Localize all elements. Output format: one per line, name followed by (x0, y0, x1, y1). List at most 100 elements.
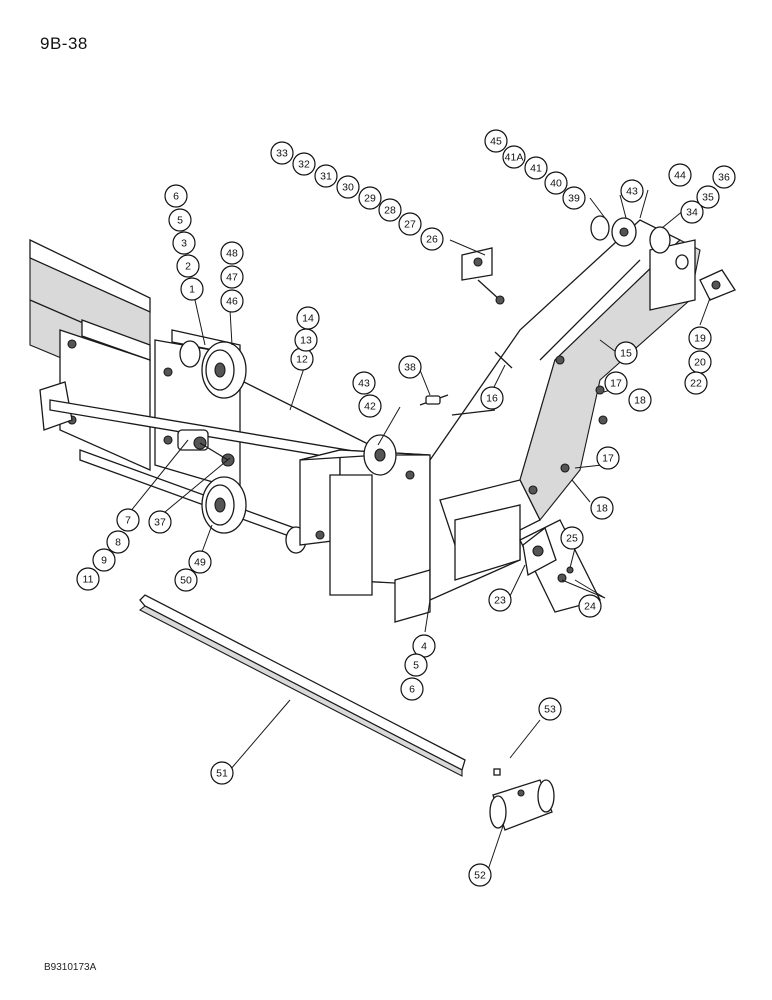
callout-label: 25 (566, 533, 578, 545)
callout-label: 30 (342, 182, 354, 194)
callout-3: 3 (172, 231, 196, 255)
callout-49: 49 (188, 550, 212, 574)
callout-label: 13 (300, 335, 312, 347)
callout-7: 7 (116, 508, 140, 532)
callout-label: 41A (505, 152, 524, 164)
page-number: 9B-38 (40, 34, 88, 53)
callout-label: 44 (674, 170, 686, 182)
callout-label: 7 (125, 515, 131, 527)
callout-9: 9 (92, 548, 116, 572)
callout-label: 31 (320, 171, 332, 183)
callout-circle (712, 165, 736, 189)
callout-42: 42 (358, 394, 382, 418)
callout-29: 29 (358, 186, 382, 210)
callout-circle (220, 241, 244, 265)
callout-label: 38 (404, 362, 416, 374)
callout-circle (400, 677, 424, 701)
callout-22: 22 (684, 371, 708, 395)
callout-15: 15 (614, 341, 638, 365)
upper-sheave (179, 340, 247, 399)
callout-circle (398, 355, 422, 379)
callout-circle (620, 179, 644, 203)
callout-11: 11 (76, 567, 100, 591)
callout-39: 39 (562, 186, 586, 210)
callout-14: 14 (296, 306, 320, 330)
callout-17: 17 (604, 371, 628, 395)
callout-48: 48 (220, 241, 244, 265)
callout-circle (688, 326, 712, 350)
callout-circle (538, 697, 562, 721)
callout-circle (680, 200, 704, 224)
callout-51: 51 (210, 761, 234, 785)
callout-52: 52 (468, 863, 492, 887)
callout-53: 53 (538, 697, 562, 721)
callout-label: 8 (115, 537, 121, 549)
callout-circle (378, 198, 402, 222)
callout-30: 30 (336, 175, 360, 199)
callout-label: 46 (226, 296, 238, 308)
callout-circle (488, 588, 512, 612)
callout-label: 52 (474, 870, 486, 882)
callout-label: 34 (686, 207, 698, 219)
flange-bearing (699, 269, 736, 301)
callout-circle (544, 171, 568, 195)
callout-50: 50 (174, 568, 198, 592)
callout-label: 24 (584, 601, 596, 613)
callout-label: 28 (384, 205, 396, 217)
callout-circle (174, 568, 198, 592)
callout-label: 49 (194, 557, 206, 569)
callout-circle (176, 254, 200, 278)
callout-34: 34 (680, 200, 704, 224)
callout-44: 44 (668, 163, 692, 187)
callout-46: 46 (220, 289, 244, 313)
callout-label: 48 (226, 248, 238, 260)
callout-5-2: 5 (404, 653, 428, 677)
callout-43: 43 (352, 371, 376, 395)
callout-45: 45 (484, 129, 508, 153)
callout-circle (696, 185, 720, 209)
callout-label: 29 (364, 193, 376, 205)
callout-circle (596, 446, 620, 470)
front-brace-plate (649, 239, 696, 311)
tensioner-assembly (177, 429, 235, 467)
callout-label: 36 (718, 172, 730, 184)
callout-18-2: 18 (590, 496, 614, 520)
callout-label: 5 (413, 660, 419, 672)
callout-circle (76, 567, 100, 591)
callout-circle (468, 863, 492, 887)
callout-circle (404, 653, 428, 677)
callout-38: 38 (398, 355, 422, 379)
callout-circle (398, 212, 422, 236)
callout-label: 42 (364, 401, 376, 413)
callout-43-2: 43 (620, 179, 644, 203)
callout-label: 19 (694, 333, 706, 345)
callout-2: 2 (176, 254, 200, 278)
callout-circle (188, 550, 212, 574)
callout-label: 50 (180, 575, 192, 587)
callout-label: 45 (490, 136, 502, 148)
callout-41a: 41A (502, 145, 526, 169)
callout-circle (484, 129, 508, 153)
callout-label: 11 (83, 574, 94, 586)
figure-reference: B9310173A (44, 962, 97, 973)
callout-circle (358, 394, 382, 418)
callout-6: 6 (164, 184, 188, 208)
hitch-boom-arm (429, 219, 701, 613)
callout-circle (220, 265, 244, 289)
callout-circle (614, 341, 638, 365)
base-bearing (522, 526, 557, 577)
callout-label: 18 (596, 503, 608, 515)
pivot-bracket (461, 247, 505, 305)
callout-label: 2 (185, 261, 191, 273)
callout-label: 4 (421, 641, 427, 653)
callout-41: 41 (524, 156, 548, 180)
callout-23: 23 (488, 588, 512, 612)
callout-label: 1 (189, 284, 195, 296)
callout-label: 32 (298, 159, 310, 171)
callout-label: 33 (276, 148, 288, 160)
callout-label: 53 (544, 704, 556, 716)
callout-circle (270, 141, 294, 165)
callout-label: 35 (702, 192, 714, 204)
callout-circle (524, 156, 548, 180)
